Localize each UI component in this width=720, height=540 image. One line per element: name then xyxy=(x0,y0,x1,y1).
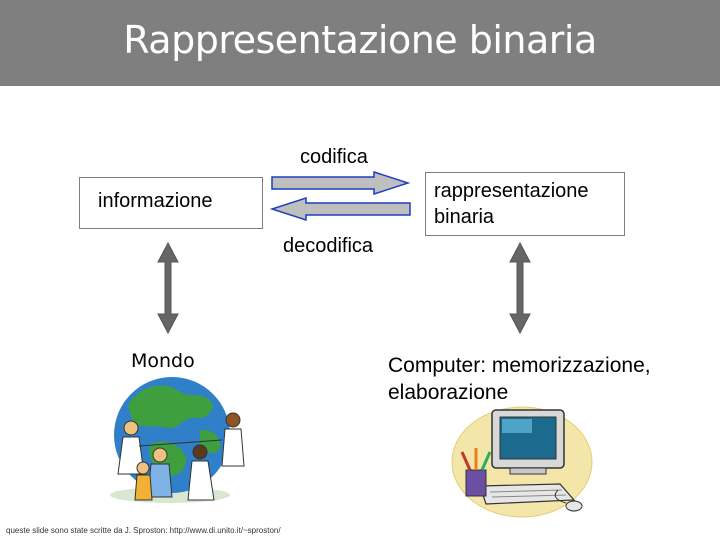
information-box: informazione xyxy=(79,177,263,229)
binary-representation-label: rappresentazione binaria xyxy=(434,180,589,228)
world-label: Mondo xyxy=(131,350,195,372)
binary-representation-box: rappresentazione binaria xyxy=(425,172,625,236)
computer-link-arrow xyxy=(509,241,531,335)
computer-label: Computer: memorizzazione, elaborazione xyxy=(388,354,651,404)
footnote: queste slide sono state scritte da J. Sp… xyxy=(6,526,281,535)
decode-label: decodifica xyxy=(283,235,374,257)
slide-title: Rappresentazione binaria xyxy=(123,18,597,62)
decode-arrow xyxy=(269,196,411,222)
encode-label: codifica xyxy=(300,146,368,168)
title-bar: Rappresentazione binaria xyxy=(0,0,720,86)
encode-arrow xyxy=(271,170,411,196)
information-label: informazione xyxy=(98,190,213,212)
world-link-arrow xyxy=(157,241,179,335)
